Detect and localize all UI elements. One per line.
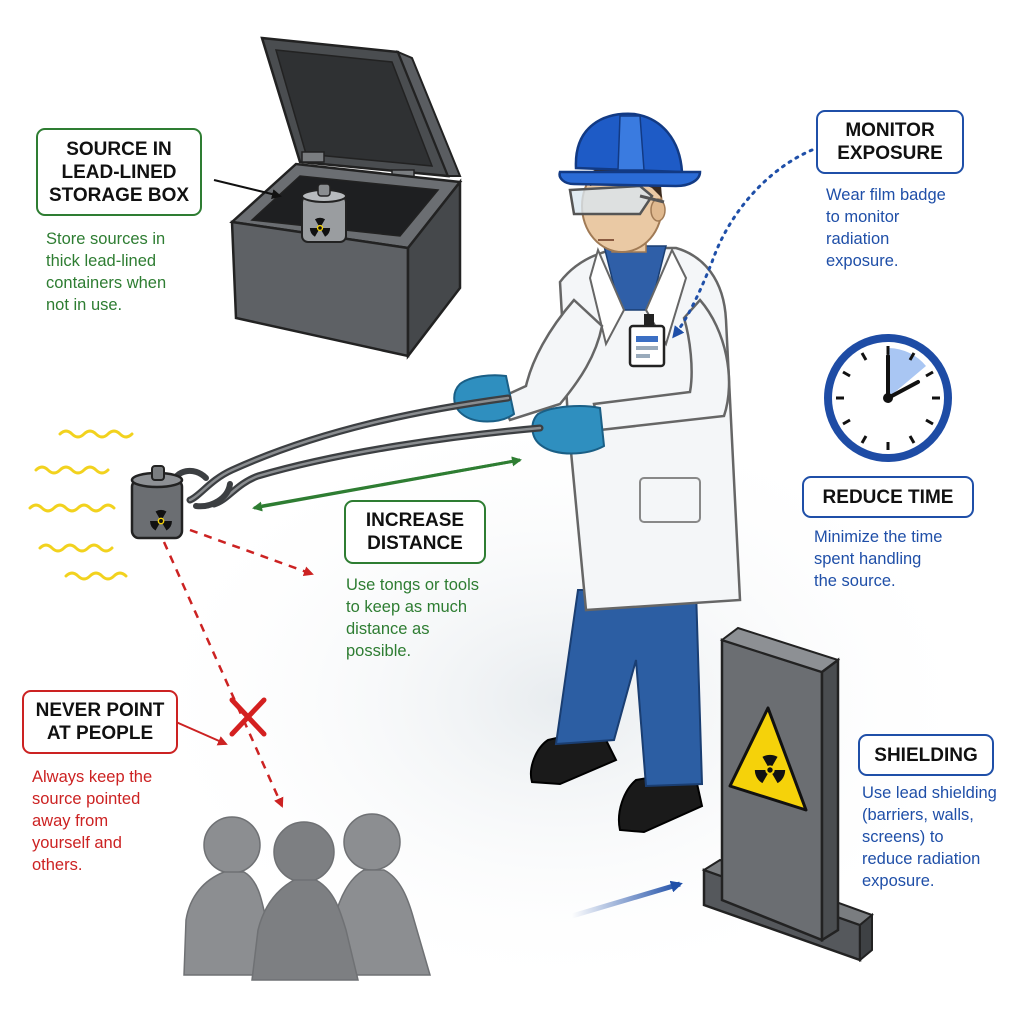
film-badge-icon <box>628 314 666 368</box>
handling-tongs <box>169 394 544 510</box>
lead-storage-box <box>213 36 463 360</box>
monitor-pointer-arrow <box>672 148 814 339</box>
never-point-title: NEVER POINT AT PEOPLE <box>22 690 178 754</box>
time-description: Minimize the time spent handling the sou… <box>814 528 943 590</box>
radiation-warning-sign <box>728 706 808 812</box>
time-title: REDUCE TIME <box>802 476 974 518</box>
storage-title: SOURCE IN LEAD-LINED STORAGE BOX <box>36 128 202 216</box>
shielding-title: SHIELDING <box>858 734 994 776</box>
never-point-description: Always keep the source pointed away from… <box>32 768 153 874</box>
bystanders-silhouette <box>183 813 431 981</box>
radiation-emission-lines <box>28 429 134 581</box>
radioactive-source-canister <box>130 465 184 540</box>
worker-figure <box>453 112 742 834</box>
distance-description: Use tongs or tools to keep as much dista… <box>346 576 479 660</box>
direction-arrows <box>162 528 314 808</box>
distance-title: INCREASE DISTANCE <box>344 500 486 564</box>
lead-shield-wall <box>701 626 874 963</box>
monitor-title: MONITOR EXPOSURE <box>816 110 964 174</box>
clock-icon <box>824 334 952 462</box>
shielding-description: Use lead shielding (barriers, walls, scr… <box>862 784 997 890</box>
distance-arrow <box>252 456 522 512</box>
cross-mark-icon <box>229 697 267 737</box>
storage-description: Store sources in thick lead-lined contai… <box>46 230 167 314</box>
monitor-description: Wear film badge to monitor radiation exp… <box>826 186 946 270</box>
